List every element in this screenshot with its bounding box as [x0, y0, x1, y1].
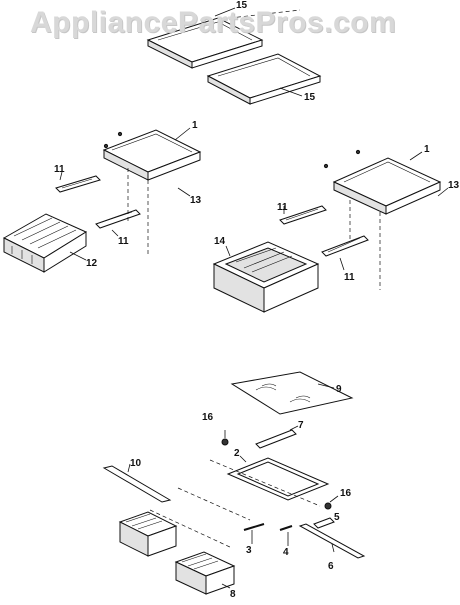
leader-line — [279, 87, 303, 97]
screw-icon — [355, 149, 361, 155]
screw-icon — [117, 131, 123, 137]
screw-icon — [221, 438, 229, 446]
callout-3: 3 — [246, 545, 252, 556]
leader-dash — [209, 459, 321, 507]
leader-line — [174, 127, 191, 141]
drawer-upper-bin[interactable] — [118, 511, 178, 557]
rod-10[interactable] — [102, 465, 172, 503]
callout-11-left-a: 11 — [54, 164, 65, 175]
leader-line — [329, 495, 339, 503]
callout-15-bottom: 15 — [304, 92, 316, 103]
callout-4: 4 — [283, 547, 289, 558]
trim-6[interactable] — [298, 523, 366, 559]
screw-icon — [323, 163, 329, 169]
leader-dash — [149, 509, 233, 549]
leader-line — [289, 425, 299, 431]
callout-15-top: 15 — [236, 0, 248, 11]
basket-12[interactable] — [2, 213, 88, 273]
leader-line — [69, 251, 87, 261]
shelf-upper-15a[interactable] — [146, 17, 264, 69]
callout-7: 7 — [298, 420, 304, 431]
callout-10: 10 — [130, 458, 142, 469]
callout-11-left-b: 11 — [118, 236, 129, 247]
leader-line — [127, 463, 131, 473]
glass-cover-9[interactable] — [230, 371, 354, 415]
leader-line — [339, 257, 345, 271]
leader-line — [409, 151, 423, 161]
leader-line — [221, 583, 231, 589]
leader-dash — [177, 487, 251, 521]
rail-right-11b[interactable] — [321, 235, 369, 257]
leader-line — [317, 383, 335, 389]
callout-13-right: 13 — [448, 180, 460, 191]
slide-4[interactable] — [279, 525, 293, 531]
rail-left-11a[interactable] — [55, 175, 101, 193]
callout-9: 9 — [336, 384, 342, 395]
leader-line — [59, 171, 63, 181]
callout-14: 14 — [214, 236, 226, 247]
callout-16-top: 16 — [202, 412, 214, 423]
rail-right-11a[interactable] — [279, 205, 327, 225]
shelf-left-1[interactable] — [102, 129, 202, 181]
slide-3[interactable] — [243, 523, 265, 531]
bracket-5[interactable] — [313, 517, 335, 529]
leader-line — [214, 7, 236, 17]
shelf-right-1[interactable] — [332, 157, 442, 215]
crisper-drawer-14[interactable] — [212, 241, 320, 313]
leader-line — [239, 455, 247, 463]
leader-line — [111, 229, 119, 237]
callout-5: 5 — [334, 512, 340, 523]
callout-1-left: 1 — [192, 120, 198, 131]
callout-12: 12 — [86, 258, 98, 269]
callout-11-right-a: 11 — [277, 202, 288, 213]
screw-icon — [324, 502, 332, 510]
screw-icon — [103, 143, 109, 149]
leader-dash — [229, 9, 301, 19]
rail-7[interactable] — [255, 429, 297, 449]
watermark-text: AppliancePartsPros.com — [30, 6, 397, 39]
drawer-frame-2[interactable] — [226, 457, 330, 501]
callout-13-left: 13 — [190, 195, 202, 206]
callout-1-right: 1 — [424, 144, 430, 155]
drawer-8[interactable] — [174, 551, 236, 595]
callout-16-bottom: 16 — [340, 488, 352, 499]
leader-line — [225, 245, 231, 257]
leader-line — [177, 187, 191, 197]
rail-left-11b[interactable] — [95, 209, 141, 229]
callout-11-right-b: 11 — [344, 272, 355, 283]
callout-2: 2 — [234, 448, 240, 459]
callout-6: 6 — [328, 561, 334, 572]
leader-line — [331, 543, 335, 553]
callout-8: 8 — [230, 589, 236, 600]
leader-line — [437, 187, 449, 197]
